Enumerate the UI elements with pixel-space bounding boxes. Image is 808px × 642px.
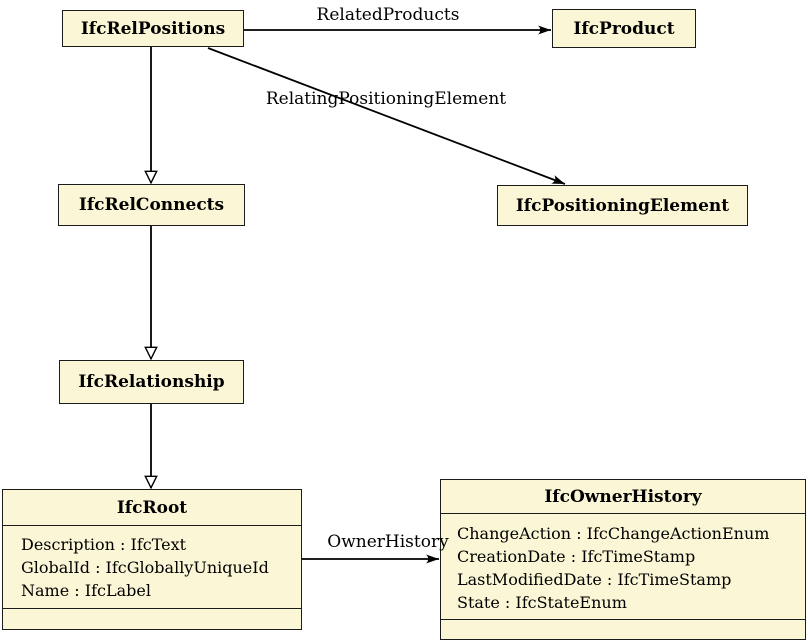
node-ifcpositioningelement-label: IfcPositioningElement	[515, 195, 730, 216]
node-ifcroot: IfcRoot Description : IfcText GlobalId :…	[2, 489, 302, 630]
edge-relating-positioning-element	[207, 47, 566, 185]
node-ifcroot-attributes: Description : IfcText GlobalId : IfcGlob…	[3, 526, 301, 609]
edge-label-owner-history: OwnerHistory	[327, 532, 449, 552]
edge-label-relating-positioning-element: RelatingPositioningElement	[265, 89, 507, 109]
attribute-line: LastModifiedDate : IfcTimeStamp	[457, 570, 732, 589]
node-ifcroot-operations	[3, 609, 301, 629]
node-ifcrelpositions-label: IfcRelPositions	[80, 18, 226, 39]
node-ifcownerhistory-attributes: ChangeAction : IfcChangeActionEnum Creat…	[441, 514, 805, 620]
node-ifcownerhistory-title: IfcOwnerHistory	[441, 480, 805, 514]
node-ifcpositioningelement: IfcPositioningElement	[497, 185, 748, 226]
node-ifcownerhistory: IfcOwnerHistory ChangeAction : IfcChange…	[440, 479, 806, 640]
node-ifcrelationship-label: IfcRelationship	[78, 372, 225, 392]
edge-label-related-products: RelatedProducts	[316, 5, 460, 25]
node-ifcproduct-label: IfcProduct	[573, 18, 675, 39]
node-ifcroot-title: IfcRoot	[3, 490, 301, 526]
attribute-line: GlobalId : IfcGloballyUniqueId	[21, 558, 269, 577]
node-ifcrelpositions: IfcRelPositions	[62, 10, 244, 47]
node-ifcrelconnects: IfcRelConnects	[58, 184, 245, 226]
node-ifcrelationship: IfcRelationship	[59, 360, 244, 404]
attribute-line: CreationDate : IfcTimeStamp	[457, 547, 696, 566]
node-ifcproduct: IfcProduct	[552, 9, 696, 48]
node-ifcownerhistory-operations	[441, 620, 805, 639]
attribute-line: State : IfcStateEnum	[457, 593, 627, 612]
node-ifcrelconnects-label: IfcRelConnects	[78, 195, 225, 215]
attribute-line: Name : IfcLabel	[21, 581, 151, 600]
attribute-line: ChangeAction : IfcChangeActionEnum	[457, 524, 770, 543]
attribute-line: Description : IfcText	[21, 535, 187, 554]
